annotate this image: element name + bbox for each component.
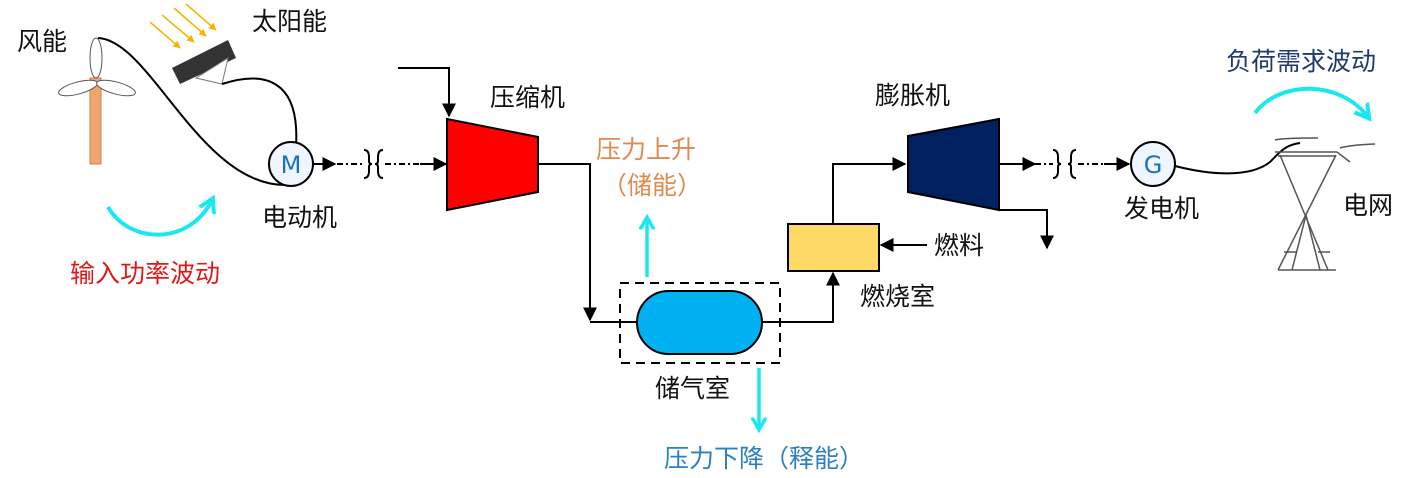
shaft-coupling-right xyxy=(999,149,1131,179)
combustor-icon xyxy=(787,223,880,272)
charge-label: （储能） xyxy=(602,171,702,200)
motor-icon: M xyxy=(268,141,314,187)
load-fluctuation-label: 负荷需求波动 xyxy=(1226,47,1376,76)
compressor-label: 压缩机 xyxy=(490,83,565,112)
exhaust-line xyxy=(999,209,1054,250)
input-fluctuation-label: 输入功率波动 xyxy=(70,259,220,288)
storage-outlet-line xyxy=(762,271,840,323)
air-intake-line xyxy=(398,67,456,118)
power-tower-icon xyxy=(1274,137,1376,271)
motor-symbol: M xyxy=(281,151,302,179)
load-fluctuation-arrow-icon xyxy=(1253,86,1368,117)
motor-label: 电动机 xyxy=(262,203,337,232)
compressor-icon xyxy=(446,117,539,212)
wind-energy-label: 风能 xyxy=(17,27,67,56)
expander-icon xyxy=(907,117,1000,212)
pressure-drop-label: 压力下降（释能） xyxy=(664,444,864,473)
generator-to-grid-wire xyxy=(1174,142,1301,175)
grid-label: 电网 xyxy=(1343,191,1393,220)
solar-energy-label: 太阳能 xyxy=(252,7,327,36)
storage-label: 储气室 xyxy=(655,374,730,403)
solar-panel-icon xyxy=(149,3,236,85)
pressure-rise-label: 压力上升 xyxy=(596,135,696,164)
expander-label: 膨胀机 xyxy=(875,81,950,110)
compressor-outlet-line xyxy=(538,163,597,322)
input-fluctuation-arrow-icon xyxy=(106,200,212,237)
storage-tank-icon xyxy=(636,290,763,355)
wind-to-motor-wire xyxy=(97,37,286,186)
generator-symbol: G xyxy=(1144,151,1163,179)
fuel-label: 燃料 xyxy=(934,231,984,260)
solar-to-motor-wire xyxy=(221,77,298,147)
combustor-label: 燃烧室 xyxy=(860,282,935,311)
shaft-coupling-left xyxy=(313,149,448,179)
generator-icon: G xyxy=(1130,141,1176,187)
wind-turbine-icon xyxy=(58,37,136,165)
generator-label: 发电机 xyxy=(1124,194,1199,223)
combustor-outlet-line xyxy=(832,157,907,224)
